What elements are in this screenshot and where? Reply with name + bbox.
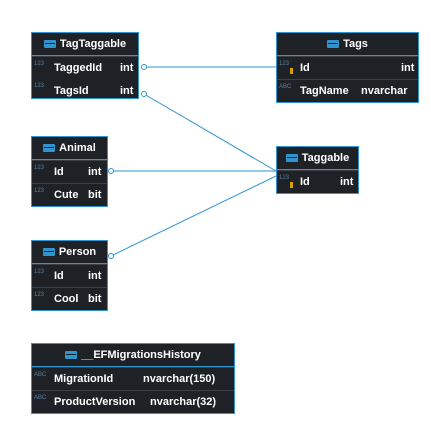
table-person[interactable]: Person 123 Id int 123 Cool bit bbox=[31, 240, 108, 311]
column-type: int bbox=[120, 84, 134, 97]
numeric-type-icon: 123 bbox=[34, 61, 45, 67]
column-type: nvarchar(150) bbox=[143, 373, 216, 385]
table-title: __EFMigrationsHistory bbox=[81, 349, 201, 361]
table-row[interactable]: 123 TaggedId int bbox=[32, 56, 138, 79]
column-name: Id bbox=[54, 270, 64, 282]
numeric-type-icon: 123 bbox=[34, 269, 45, 275]
table-row[interactable]: 123 Id int bbox=[277, 56, 418, 79]
column-name: TagsId bbox=[54, 84, 89, 97]
table-header[interactable]: Tags bbox=[277, 33, 418, 56]
text-type-icon: ABC bbox=[279, 84, 292, 90]
numeric-type-icon: 123 bbox=[34, 165, 45, 171]
column-name: TagName bbox=[300, 85, 349, 97]
table-icon bbox=[327, 40, 340, 48]
column-type: int bbox=[88, 166, 102, 178]
table-row[interactable]: 123 Cute bit bbox=[32, 183, 107, 206]
fk-tagtaggable-taggable bbox=[143, 93, 277, 172]
column-name: Cute bbox=[54, 189, 79, 201]
table-row[interactable]: 123 Id int bbox=[277, 170, 358, 193]
table-icon bbox=[285, 154, 298, 162]
table-header[interactable]: Person bbox=[32, 241, 107, 264]
column-type: int bbox=[401, 62, 415, 74]
table-icon bbox=[43, 144, 56, 152]
column-type: bit bbox=[88, 189, 102, 201]
table-header[interactable]: TagTaggable bbox=[32, 33, 138, 56]
fk-endpoint-dot bbox=[141, 64, 147, 70]
numeric-type-icon: 123 bbox=[34, 188, 45, 194]
table-icon bbox=[42, 248, 55, 256]
primary-key-icon bbox=[290, 68, 293, 74]
table-row[interactable]: 123 Id int bbox=[32, 160, 107, 183]
fk-endpoint-dot bbox=[141, 91, 147, 97]
column-type: int bbox=[120, 62, 134, 74]
column-name: MigrationId bbox=[54, 373, 114, 385]
text-type-icon: ABC bbox=[34, 372, 47, 378]
table-row[interactable]: ABC ProductVersion nvarchar(32) bbox=[32, 390, 234, 413]
table-taggable[interactable]: Taggable 123 Id int bbox=[276, 146, 359, 194]
table-header[interactable]: __EFMigrationsHistory bbox=[32, 344, 234, 367]
table-title: Taggable bbox=[301, 152, 350, 164]
column-type: nvarchar bbox=[361, 85, 408, 97]
table-row[interactable]: 123 TagsId int bbox=[32, 79, 138, 102]
table-header[interactable]: Taggable bbox=[277, 147, 358, 170]
table-row[interactable]: 123 Id int bbox=[32, 264, 107, 287]
numeric-type-icon: 123 bbox=[34, 83, 45, 89]
table-row[interactable]: ABC TagName nvarchar bbox=[277, 79, 418, 102]
table-icon bbox=[43, 40, 56, 48]
column-name: Id bbox=[300, 176, 310, 188]
table-tags[interactable]: Tags 123 Id int ABC TagName nvarchar bbox=[276, 32, 419, 103]
table-header[interactable]: Animal bbox=[32, 137, 107, 160]
primary-key-icon bbox=[290, 182, 293, 188]
table-tagtaggable[interactable]: TagTaggable 123 TaggedId int 123 TagsId … bbox=[31, 32, 139, 99]
table-row[interactable]: 123 Cool bit bbox=[32, 287, 107, 310]
column-type: nvarchar(32) bbox=[150, 396, 217, 408]
fk-endpoint-dot bbox=[108, 253, 114, 259]
column-name: TaggedId bbox=[54, 62, 103, 74]
column-name: Cool bbox=[54, 293, 79, 305]
column-type: bit bbox=[88, 293, 102, 305]
numeric-type-icon: 123 bbox=[34, 292, 45, 298]
numeric-type-icon: 123 bbox=[279, 175, 290, 181]
table-animal[interactable]: Animal 123 Id int 123 Cute bit bbox=[31, 136, 108, 207]
column-type: int bbox=[340, 176, 354, 188]
column-name: ProductVersion bbox=[54, 396, 136, 408]
fk-endpoint-dot bbox=[108, 168, 114, 174]
column-name: Id bbox=[54, 166, 64, 178]
table-title: Person bbox=[58, 246, 97, 258]
column-type: int bbox=[88, 270, 102, 282]
numeric-type-icon: 123 bbox=[279, 61, 290, 67]
table-title: TagTaggable bbox=[59, 38, 127, 50]
fk-person-taggable bbox=[110, 175, 277, 257]
table-efmigrationshistory[interactable]: __EFMigrationsHistory ABC MigrationId nv… bbox=[31, 343, 235, 414]
table-title: Animal bbox=[59, 142, 96, 154]
table-icon bbox=[65, 351, 78, 359]
column-name: Id bbox=[300, 62, 310, 74]
text-type-icon: ABC bbox=[34, 395, 47, 401]
table-title: Tags bbox=[343, 38, 368, 50]
table-row[interactable]: ABC MigrationId nvarchar(150) bbox=[32, 367, 234, 390]
